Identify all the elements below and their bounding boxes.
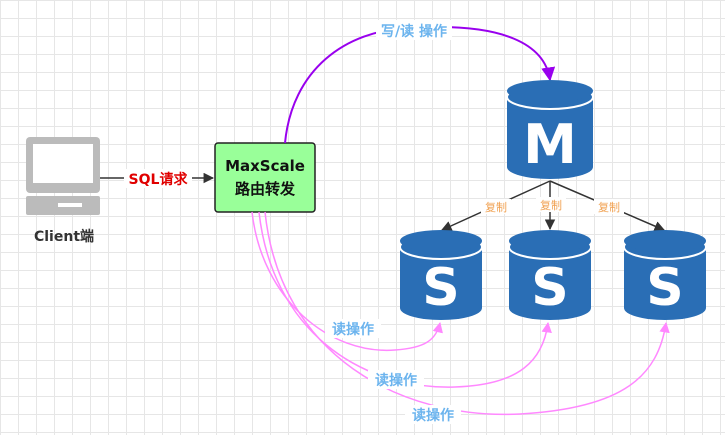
maxscale-name: MaxScale <box>225 157 305 175</box>
slave-letter-2: S <box>531 258 568 318</box>
read-label-2: 读操作 <box>375 372 417 389</box>
slave-database-icon <box>508 230 592 320</box>
replication-label-2: 复制 <box>540 198 562 212</box>
write-read-label: 写/读 操作 <box>381 23 447 40</box>
maxscale-node <box>214 142 316 213</box>
master-database-icon <box>506 80 594 179</box>
master-letter: M <box>523 113 577 176</box>
slave-database-icon <box>399 230 483 320</box>
replication-label-1: 复制 <box>485 200 507 214</box>
maxscale-subtitle: 路由转发 <box>235 180 296 198</box>
computer-icon <box>26 137 100 215</box>
read-arrow-1 <box>251 211 443 351</box>
slave-database-icon <box>623 230 707 320</box>
read-label-3: 读操作 <box>412 407 454 424</box>
replication-label-3: 复制 <box>598 200 620 214</box>
sql-request-label: SQL请求 <box>129 171 189 188</box>
slave-letter-1: S <box>422 258 459 318</box>
read-label-1: 读操作 <box>332 321 374 338</box>
read-arrow-3 <box>264 211 670 416</box>
client-label: Client端 <box>34 228 94 245</box>
slave-letter-3: S <box>646 258 683 318</box>
